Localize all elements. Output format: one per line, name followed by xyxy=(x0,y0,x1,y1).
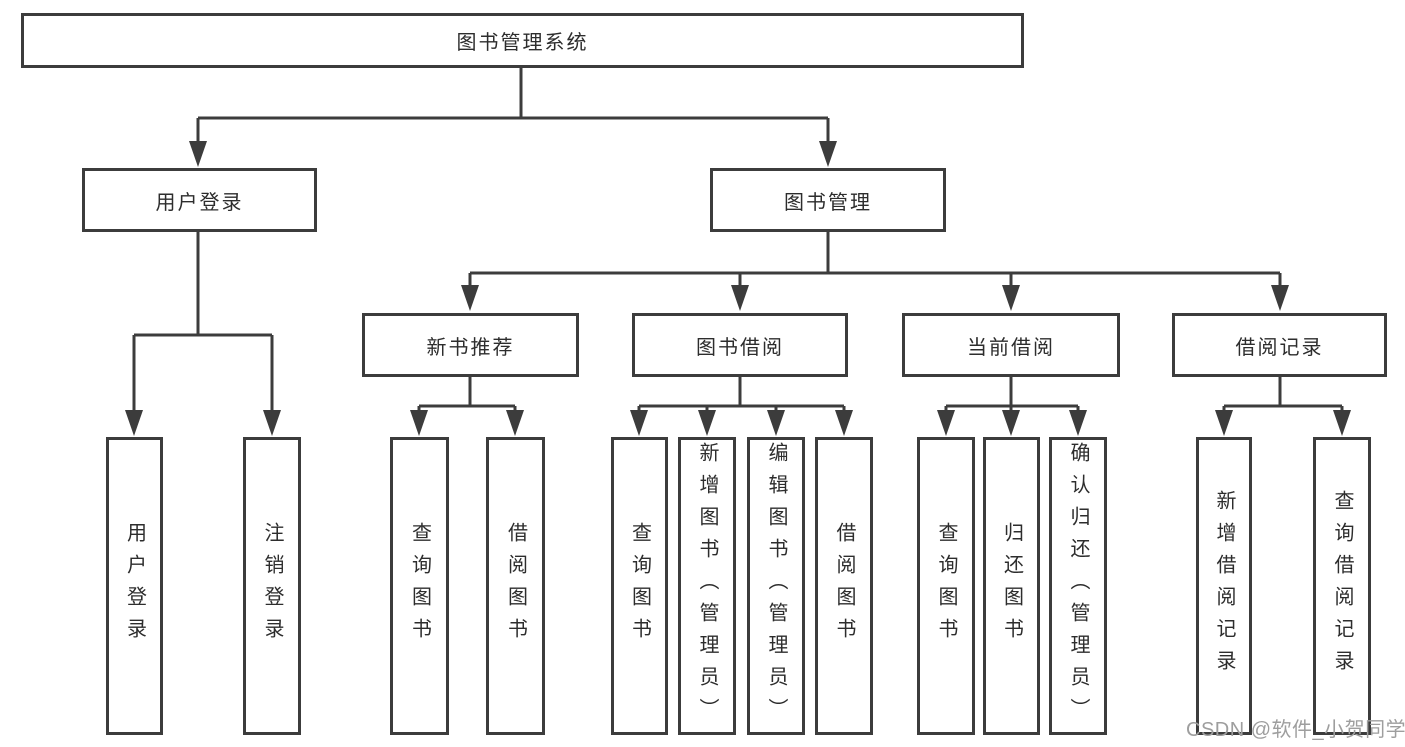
leaf-confirm-return-admin-label: 确认归还（管理员） xyxy=(1067,442,1089,730)
node-current-borrowing: 当前借阅 xyxy=(902,313,1120,377)
leaf-query-books-borrowing: 查询图书 xyxy=(611,437,668,735)
node-book-borrowing-label: 图书借阅 xyxy=(696,336,784,359)
leaf-user-login: 用户登录 xyxy=(106,437,163,735)
leaf-query-books-recommend-label: 查询图书 xyxy=(408,522,431,650)
node-current-borrowing-label: 当前借阅 xyxy=(967,336,1055,359)
leaf-confirm-return-admin: 确认归还（管理员） xyxy=(1049,437,1107,735)
leaf-logout: 注销登录 xyxy=(243,437,301,735)
leaf-query-books-recommend: 查询图书 xyxy=(390,437,449,735)
node-book-management-label: 图书管理 xyxy=(784,191,872,214)
leaf-borrow-books-recommend: 借阅图书 xyxy=(486,437,545,735)
node-borrowing-records-label: 借阅记录 xyxy=(1235,336,1324,359)
leaf-query-borrow-record-label: 查询借阅记录 xyxy=(1331,490,1353,682)
node-user-login-label: 用户登录 xyxy=(155,191,244,214)
leaf-query-books-current: 查询图书 xyxy=(917,437,975,735)
leaf-logout-label: 注销登录 xyxy=(261,522,283,650)
node-borrowing-records: 借阅记录 xyxy=(1172,313,1387,377)
leaf-add-books-admin: 新增图书（管理员） xyxy=(678,437,736,735)
leaf-return-books-label: 归还图书 xyxy=(1000,522,1023,650)
connector-path xyxy=(132,68,1344,413)
leaf-return-books: 归还图书 xyxy=(983,437,1040,735)
leaf-borrow-books-recommend-label: 借阅图书 xyxy=(504,522,527,650)
leaf-query-books-current-label: 查询图书 xyxy=(935,522,957,650)
node-user-login: 用户登录 xyxy=(82,168,317,232)
node-book-borrowing: 图书借阅 xyxy=(632,313,848,377)
leaf-borrow-books-borrowing: 借阅图书 xyxy=(815,437,873,735)
node-root: 图书管理系统 xyxy=(21,13,1024,68)
node-new-book-recommend: 新书推荐 xyxy=(362,313,579,377)
leaf-edit-books-admin-label: 编辑图书（管理员） xyxy=(765,442,787,730)
leaf-add-borrow-record-label: 新增借阅记录 xyxy=(1213,490,1235,682)
node-root-label: 图书管理系统 xyxy=(456,32,589,54)
leaf-add-borrow-record: 新增借阅记录 xyxy=(1196,437,1252,735)
node-new-book-recommend-label: 新书推荐 xyxy=(426,336,515,359)
csdn-watermark: CSDN @软件_小贺同学 xyxy=(1186,719,1405,741)
leaf-borrow-books-borrowing-label: 借阅图书 xyxy=(833,522,855,650)
leaf-query-books-borrowing-label: 查询图书 xyxy=(628,522,651,650)
leaf-edit-books-admin: 编辑图书（管理员） xyxy=(747,437,805,735)
leaf-query-borrow-record: 查询借阅记录 xyxy=(1313,437,1371,735)
arrowheads xyxy=(125,141,1351,436)
node-book-management: 图书管理 xyxy=(710,168,946,232)
leaf-user-login-label: 用户登录 xyxy=(123,522,146,650)
leaf-add-books-admin-label: 新增图书（管理员） xyxy=(696,442,718,730)
